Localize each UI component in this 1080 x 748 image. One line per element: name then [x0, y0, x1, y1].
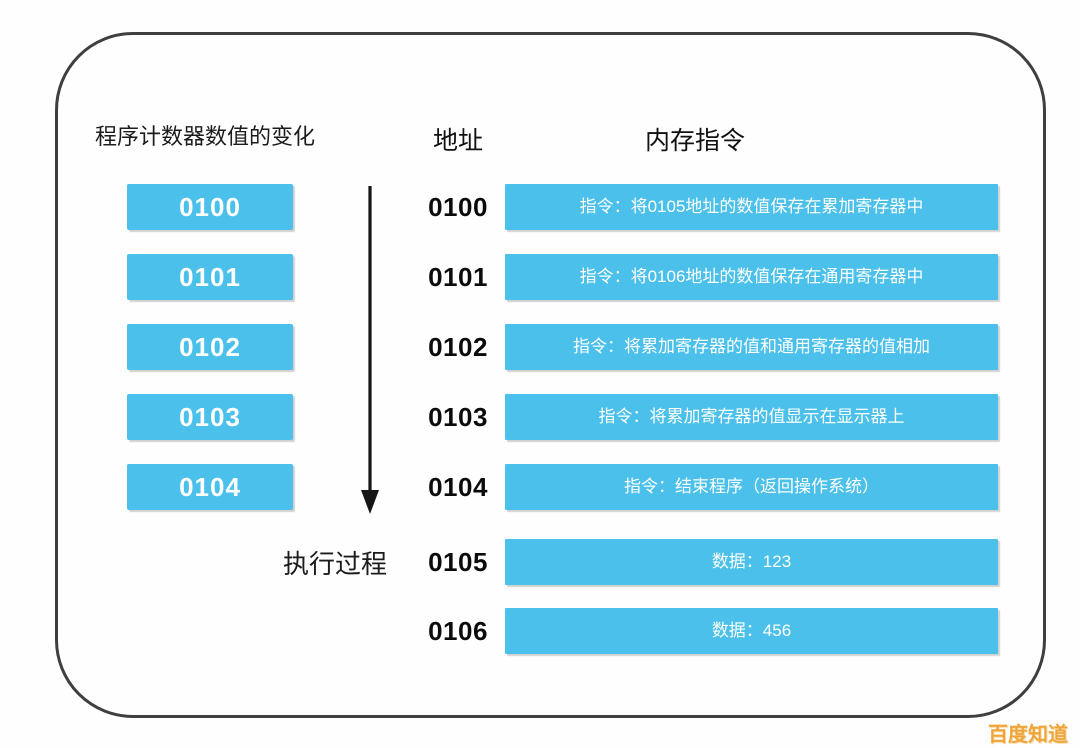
address-label: 0103	[428, 402, 488, 432]
pc-box-0101: 0101	[127, 254, 293, 300]
pc-box-0104: 0104	[127, 464, 293, 510]
address-label: 0101	[428, 262, 488, 292]
memory-instruction-bar: 指令：将累加寄存器的值和通用寄存器的值相加	[505, 324, 998, 370]
memory-data-bar: 数据：456	[505, 608, 998, 654]
memory-instruction-bar: 指令：结束程序（返回操作系统）	[505, 464, 998, 510]
memory-instruction-bar: 指令：将0106地址的数值保存在通用寄存器中	[505, 254, 998, 300]
address-column-header: 地址	[432, 127, 483, 155]
pc-box-0103: 0103	[127, 394, 293, 440]
address-label: 0105	[428, 547, 488, 577]
address-label: 0102	[428, 332, 488, 362]
baidu-zhidao-watermark: 百度知道	[988, 724, 1068, 746]
left-panel-title: 程序计数器数值的变化	[95, 124, 316, 149]
execution-flow-arrow	[361, 186, 379, 514]
memory-data-bar: 数据：123	[505, 539, 998, 585]
pc-box-0100: 0100	[127, 184, 293, 230]
rounded-border-frame	[55, 32, 1046, 718]
execution-process-label: 执行过程	[283, 549, 388, 579]
memory-instruction-bar: 指令：将0105地址的数值保存在累加寄存器中	[505, 184, 998, 230]
address-label: 0106	[428, 616, 488, 646]
address-label: 0104	[428, 472, 488, 502]
instruction-column-header: 内存指令	[644, 127, 745, 155]
address-label: 0100	[428, 192, 488, 222]
pc-box-0102: 0102	[127, 324, 293, 370]
memory-instruction-bar: 指令：将累加寄存器的值显示在显示器上	[505, 394, 998, 440]
